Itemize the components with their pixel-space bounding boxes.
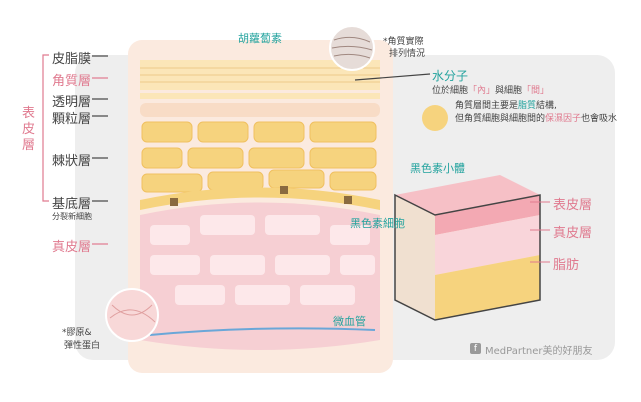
label-stratum-spinosum: 棘狀層 (52, 154, 92, 169)
stratum-lucidum (140, 93, 380, 99)
lipid-icon (422, 105, 448, 131)
label-carotene: 胡蘿蔔素 (238, 32, 282, 45)
corneum-note-2: 排列情況 (389, 49, 426, 59)
label-melanocyte: 黑色素細胞 (350, 217, 405, 230)
dermis (140, 202, 380, 350)
stratum-spinosum (141, 121, 377, 193)
label-melanosome: 黑色素小體 (410, 162, 465, 175)
nmf-desc: 但角質細胞與細胞間的保濕因子也會吸水 (455, 114, 618, 124)
block-label-epidermis: 表皮層 (553, 198, 593, 213)
capillary-line (149, 327, 376, 336)
label-stratum-lucidum: 透明層 (52, 95, 92, 110)
label-dermis: 真皮層 (52, 240, 92, 255)
collagen-note-1: *膠原& (62, 328, 92, 338)
block-label-fat: 脂肪 (553, 258, 580, 273)
label-stratum-granulosum: 顆粒層 (52, 112, 92, 127)
label-basale-note: 分裂新細胞 (52, 212, 92, 221)
melanocytes (170, 186, 352, 206)
corneum-note-1: *角質實際 (383, 37, 424, 47)
label-epidermis: 表皮層 (22, 106, 36, 153)
water-desc: 位於細胞「內」與細胞「間」 (432, 86, 550, 96)
label-stratum-corneum: 角質層 (52, 74, 92, 89)
collagen-note-2: 彈性蛋白 (64, 341, 101, 351)
stratum-basale (140, 187, 380, 210)
stratum-granulosum (140, 103, 380, 117)
label-capillary: 微血管 (333, 315, 366, 328)
dermis-cells (150, 215, 375, 305)
watermark-text: MedPartner美的好朋友 (485, 346, 593, 357)
lipid-desc: 角質層間主要是脂質結構, (455, 101, 557, 111)
label-water: 水分子 (432, 69, 469, 83)
facebook-icon: f (470, 343, 481, 354)
label-stratum-basale: 基底層 (52, 197, 92, 212)
skin-block-3d (394, 175, 550, 321)
label-sebum: 皮脂膜 (52, 52, 92, 67)
block-label-dermis: 真皮層 (553, 226, 593, 241)
corneum-magnifier (329, 25, 375, 71)
